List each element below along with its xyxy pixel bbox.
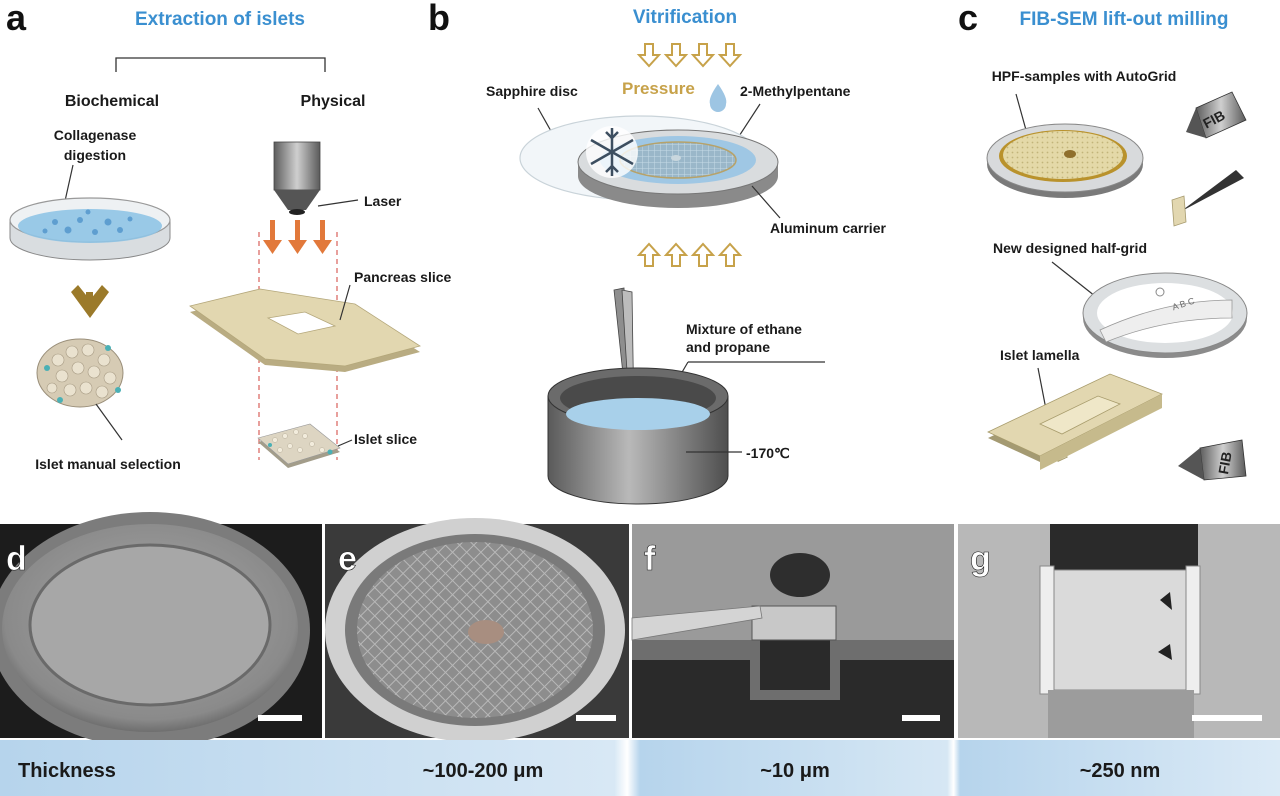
dewar-cup: [547, 367, 729, 505]
sem-panel-g: g: [958, 524, 1280, 738]
panel-b-title: Vitrification: [633, 7, 737, 28]
autogrid: [986, 123, 1144, 198]
fib-gun-bottom: FIB: [1178, 439, 1247, 481]
scale-bar-g: [1192, 715, 1262, 721]
drop-icon: [709, 84, 727, 112]
thickness-bar: Thickness ~100-200 μm ~10 μm ~250 nm: [0, 740, 1280, 796]
pressure-arrows-bottom: [636, 242, 743, 267]
scale-bar-e: [576, 715, 616, 721]
panel-b: b Vitrification Pressure Sapphire disc 2…: [428, 0, 886, 505]
pancreas-label: Pancreas slice: [354, 269, 452, 285]
panel-e-letter: e: [338, 540, 357, 578]
panel-b-letter: b: [428, 0, 450, 38]
thickness-value-1: ~100-200 μm: [423, 760, 544, 782]
islet-cluster: [36, 338, 124, 408]
hpf-label: HPF-samples with AutoGrid: [992, 68, 1177, 84]
sem-panel-f: f: [631, 524, 954, 738]
panel-a-letter: a: [6, 0, 27, 38]
biochemical-heading: Biochemical: [65, 93, 159, 110]
lift-out-needle: [1171, 170, 1244, 227]
scale-bar-d: [258, 715, 302, 721]
temperature-label: -170℃: [746, 445, 790, 461]
hpf-leader: [1015, 93, 1027, 131]
scale-bar-f: [902, 715, 940, 721]
panel-c-title: FIB-SEM lift-out milling: [1020, 9, 1229, 30]
laser-leader: [317, 199, 359, 207]
thickness-label: Thickness: [18, 760, 116, 782]
sapphire-label: Sapphire disc: [486, 83, 578, 99]
branch-bracket: [115, 57, 326, 72]
mixture-label-1: Mixture of ethane: [686, 321, 802, 337]
panel-a-title: Extraction of islets: [135, 9, 305, 30]
pancreas-leader: [339, 284, 351, 321]
panel-g-letter: g: [970, 540, 991, 578]
snowflake-icon: [586, 126, 638, 178]
half-grid-label: New designed half-grid: [993, 240, 1147, 256]
panel-a: a Extraction of islets Biochemical Physi…: [6, 0, 452, 472]
petri-dish: [9, 197, 171, 261]
islet-slice-leader: [337, 439, 353, 447]
pressure-label: Pressure: [622, 79, 695, 98]
islet-lamella-block: [987, 373, 1163, 470]
panel-c-letter: c: [958, 0, 978, 38]
aluminum-leader: [751, 185, 781, 219]
sem-panel-e: e: [325, 518, 629, 742]
panel-f-letter: f: [644, 540, 656, 578]
pancreas-slice: [189, 288, 421, 372]
half-grid-leader: [1051, 261, 1101, 301]
islet-slice-label: Islet slice: [354, 431, 417, 447]
laser-arrows: [263, 220, 332, 254]
methylpentane-label: 2-Methylpentane: [740, 83, 851, 99]
pressure-arrows-top: [636, 43, 743, 68]
mixture-label-2: and propane: [686, 339, 770, 355]
sem-panel-d: d: [0, 512, 322, 748]
thickness-value-2: ~10 μm: [760, 760, 830, 782]
fib-gun-top: FIB: [1186, 91, 1247, 139]
collagenase-label-1: Collagenase: [54, 127, 137, 143]
fib-bottom-label: FIB: [1215, 450, 1235, 475]
gold-split-arrow: [71, 285, 109, 318]
panel-c: c FIB-SEM lift-out milling HPF-samples w…: [958, 0, 1248, 481]
laser-label: Laser: [364, 193, 402, 209]
collagenase-label-2: digestion: [64, 147, 126, 163]
physical-heading: Physical: [301, 93, 366, 110]
thickness-value-3: ~250 nm: [1080, 760, 1161, 782]
islet-manual-label: Islet manual selection: [35, 456, 181, 472]
dashed-guides: [258, 232, 338, 460]
islet-manual-leader: [95, 403, 123, 441]
islet-slice: [257, 423, 341, 468]
lamella-label: Islet lamella: [1000, 347, 1080, 363]
panel-d-letter: d: [6, 540, 27, 578]
half-grid: A B C: [1082, 272, 1248, 358]
aluminum-label: Aluminum carrier: [770, 220, 886, 236]
sapphire-carrier: [519, 115, 779, 208]
laser-head: [273, 141, 321, 215]
